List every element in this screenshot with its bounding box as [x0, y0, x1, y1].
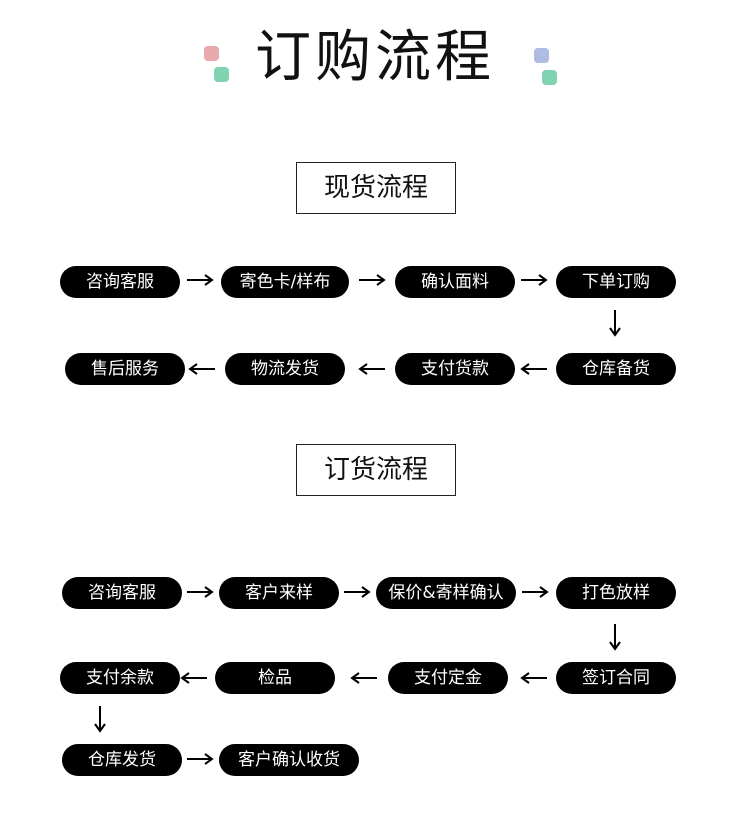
section-title-custom-order: 订货流程 [296, 444, 456, 496]
step-sign-contract: 签订合同 [556, 662, 676, 694]
arrow-down-icon [94, 706, 106, 733]
step-logistics-ship: 物流发货 [225, 353, 345, 385]
arrow-right-icon [522, 586, 549, 598]
step-confirm-fabric: 确认面料 [395, 266, 515, 298]
arrow-right-icon [187, 753, 214, 765]
arrow-left-icon [358, 363, 385, 375]
decor-dot-pink [204, 46, 219, 61]
step-customer-confirm-receipt: 客户确认收货 [219, 744, 359, 776]
step-color-sampling: 打色放样 [556, 577, 676, 609]
arrow-right-icon [187, 586, 214, 598]
step-consult-service: 咨询客服 [62, 577, 182, 609]
step-pay-goods: 支付货款 [395, 353, 515, 385]
arrow-left-icon [520, 363, 547, 375]
page-title: 订购流程 [255, 25, 495, 90]
arrow-right-icon [359, 274, 386, 286]
decor-dot-mint-left [214, 67, 229, 82]
arrow-right-icon [521, 274, 548, 286]
arrow-right-icon [344, 586, 371, 598]
arrow-left-icon [520, 672, 547, 684]
step-pay-deposit: 支付定金 [388, 662, 508, 694]
step-pay-balance: 支付余款 [60, 662, 180, 694]
decor-dot-mint-right [542, 70, 557, 85]
decor-dot-lavender [534, 48, 549, 63]
step-consult-service: 咨询客服 [60, 266, 180, 298]
arrow-right-icon [187, 274, 214, 286]
arrow-left-icon [180, 672, 207, 684]
arrow-down-icon [609, 310, 621, 337]
section-title-in-stock: 现货流程 [296, 162, 456, 214]
step-warehouse-ship: 仓库发货 [62, 744, 182, 776]
step-after-sales: 售后服务 [65, 353, 185, 385]
arrow-down-icon [609, 624, 621, 651]
arrow-left-icon [188, 363, 215, 375]
step-send-color-card: 寄色卡/样布 [221, 266, 349, 298]
step-warehouse-stock: 仓库备货 [556, 353, 676, 385]
arrow-left-icon [350, 672, 377, 684]
step-inspection: 检品 [215, 662, 335, 694]
step-customer-sample: 客户来样 [219, 577, 339, 609]
step-place-order: 下单订购 [556, 266, 676, 298]
step-price-sample-confirm: 保价&寄样确认 [376, 577, 516, 609]
